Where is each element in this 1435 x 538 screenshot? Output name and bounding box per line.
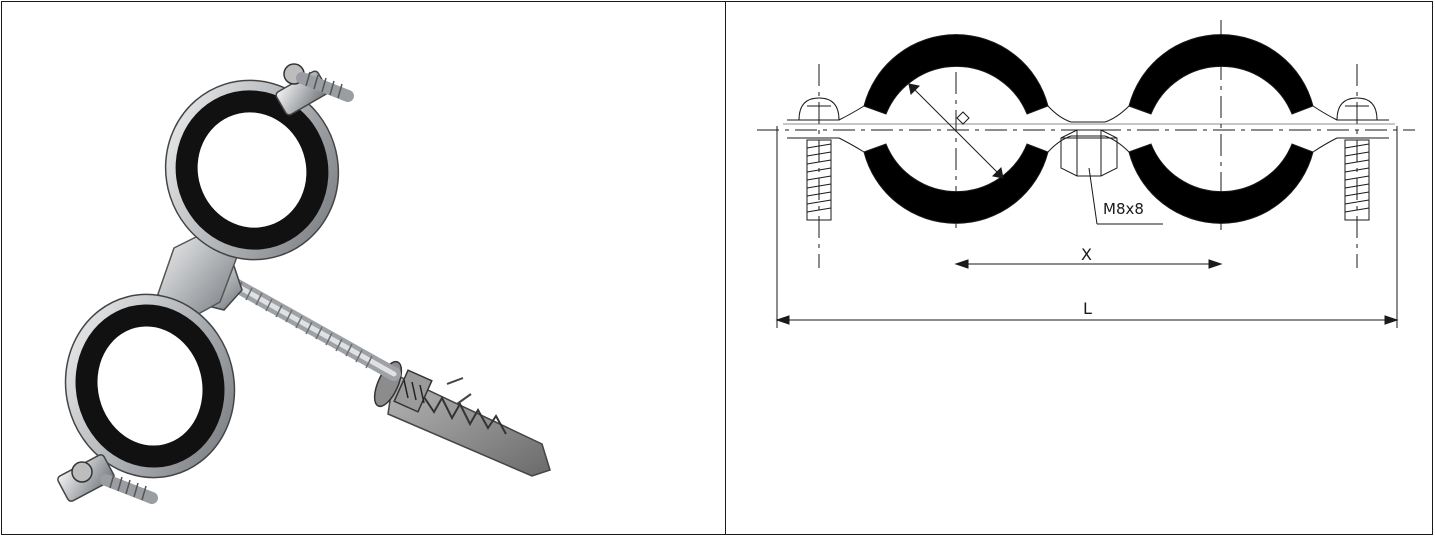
l-dimension-line	[775, 126, 1399, 328]
length-l-label: L	[1083, 299, 1092, 318]
product-photo-panel	[2, 2, 724, 534]
clamp-technical-drawing: M8x8 X L	[757, 20, 1415, 328]
spacing-x-label: X	[1081, 245, 1092, 264]
thread-leader	[1088, 167, 1163, 225]
thread-size-label: M8x8	[1103, 200, 1144, 218]
left-screw-icon	[798, 97, 840, 221]
lower-clamp-ring-icon	[57, 293, 236, 504]
right-ring-icon	[1128, 34, 1314, 224]
panel-divider	[725, 1, 726, 535]
center-nut-icon	[1060, 129, 1118, 177]
left-ring-icon	[863, 34, 1049, 224]
x-dimension-line	[954, 259, 1223, 269]
upper-clamp-ring-icon	[164, 63, 354, 261]
clamp-bands	[783, 105, 1395, 153]
center-lines	[757, 20, 1415, 268]
double-pipe-clamp-photo-icon	[57, 63, 551, 504]
technical-drawing-panel: M8x8 X L	[727, 2, 1433, 534]
right-screw-icon	[1336, 97, 1378, 221]
diameter-dimension	[908, 83, 1004, 179]
